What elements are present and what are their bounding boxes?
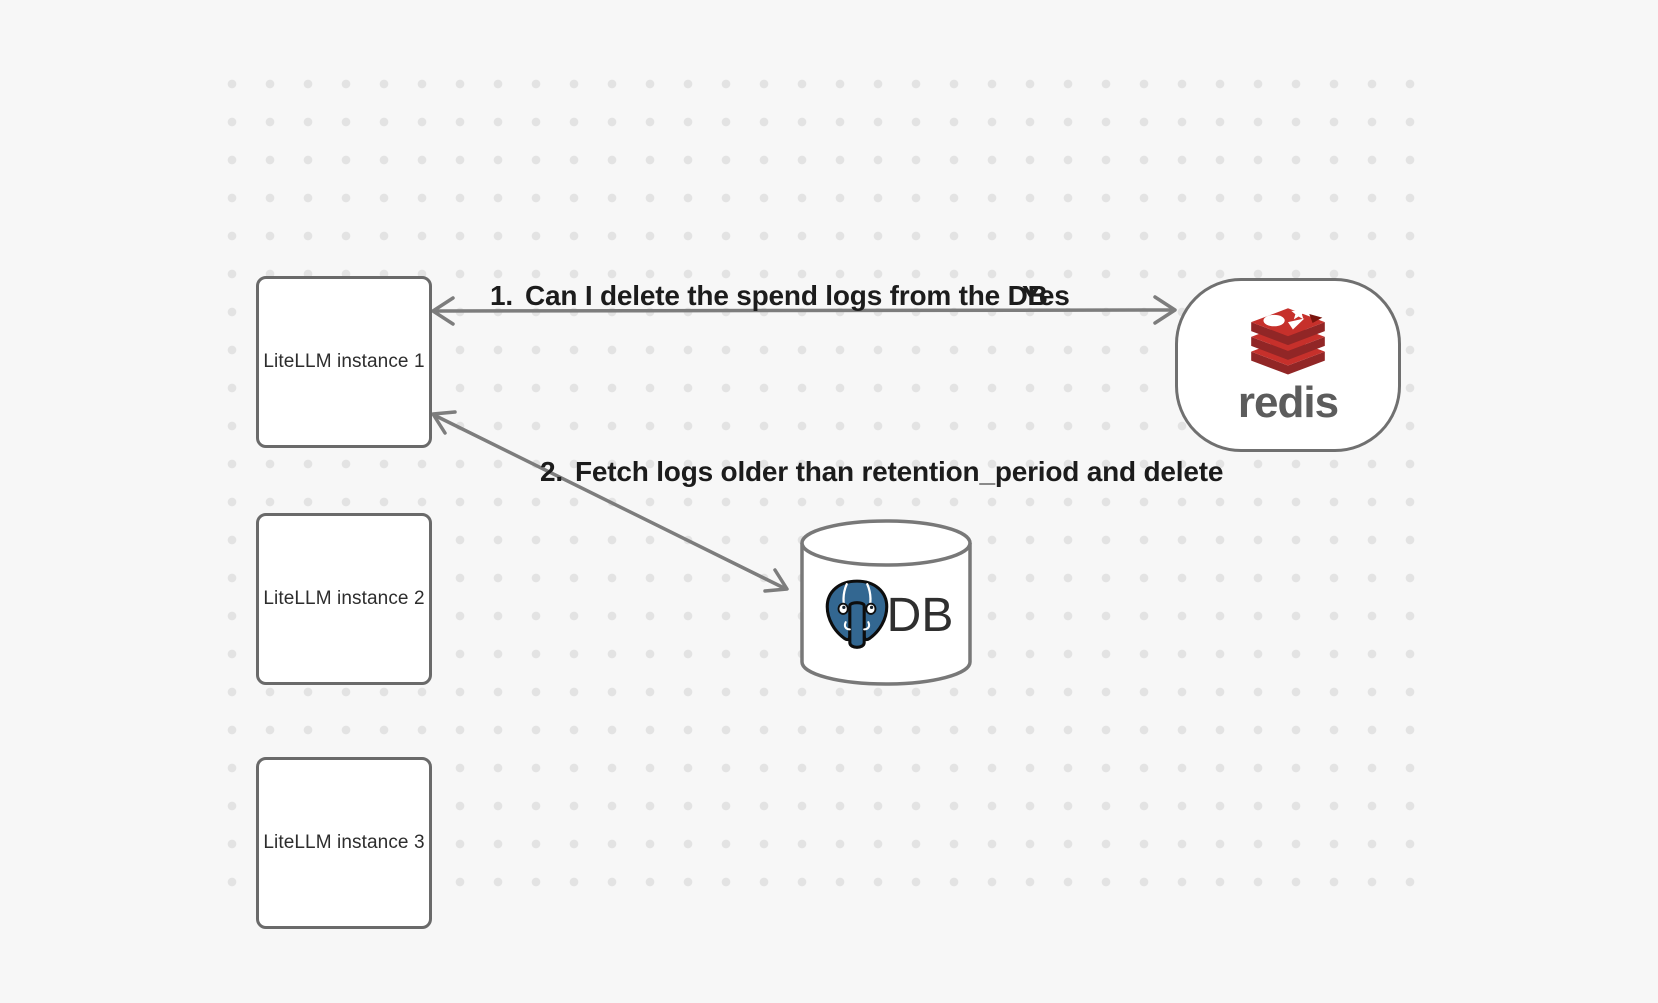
node-litellm-instance-2[interactable]: LiteLLM instance 2 [256,513,432,685]
arrow2-caption: 2. Fetch logs older than retention_perio… [540,457,1223,487]
arrow-instance1-redis[interactable] [431,295,1177,326]
node-redis[interactable]: redis [1175,278,1401,452]
node-litellm-instance-1[interactable]: LiteLLM instance 1 [256,276,432,448]
arrow1-response: Yes [1022,280,1070,311]
arrow2-text: Fetch logs older than retention_period a… [574,456,1224,487]
arrow2-number: 2. [540,456,563,487]
node-label: LiteLLM instance 3 [263,832,425,853]
db-label: DB [886,589,954,642]
db-node-content: DB [799,517,973,687]
arrow1-number: 1. [490,280,513,311]
node-label: LiteLLM instance 1 [263,351,425,372]
postgresql-elephant-icon [825,579,888,649]
node-label: LiteLLM instance 2 [263,588,425,609]
redis-stack-icon [1251,305,1325,375]
arrow1-text: Can I delete the spend logs from the DB [524,280,1048,311]
redis-wordmark: redis [1237,378,1339,427]
arrow-instance1-db[interactable] [431,410,789,593]
arrow1-caption: 1. Can I delete the spend logs from the … [490,281,1048,311]
node-litellm-instance-3[interactable]: LiteLLM instance 3 [256,757,432,929]
